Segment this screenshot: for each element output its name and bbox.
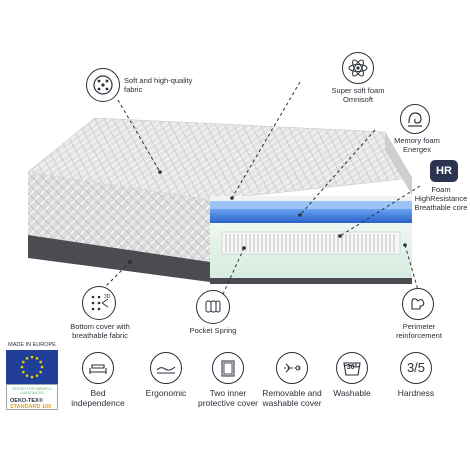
feature-label-0: Bed independence xyxy=(71,388,125,408)
feature-label-5: Hardness xyxy=(397,388,435,398)
super-soft-foam-label: Super soft foam Omnisoft xyxy=(331,86,385,104)
leader-omnisoft xyxy=(231,81,301,199)
oeko-small-text: TESTED FOR HARMFUL SUBSTANCES xyxy=(11,387,53,395)
oeko-tex-badge: TESTED FOR HARMFUL SUBSTANCES OEKO-TEX® … xyxy=(6,384,58,410)
eu-star xyxy=(40,365,44,369)
memory-foam-icon xyxy=(400,104,430,134)
leader-bottom xyxy=(99,261,131,293)
eu-star xyxy=(39,360,42,364)
eu-star xyxy=(39,370,42,374)
mattress-base xyxy=(28,235,210,282)
energex-layer xyxy=(210,209,412,223)
zipper-icon xyxy=(276,352,308,384)
pocket-spring-icon xyxy=(196,290,230,324)
eu-star xyxy=(30,375,34,379)
hardness-value: 3/5 xyxy=(406,360,426,375)
eu-star xyxy=(20,365,24,369)
oeko-standard-text: STANDARD 100 xyxy=(10,404,52,410)
feature-label-1: Ergonomic xyxy=(145,388,187,398)
breathable-icon: 3D xyxy=(82,286,116,320)
eu-star xyxy=(35,357,39,360)
oeko-brand-text: OEKO-TEX® xyxy=(10,398,43,404)
pocket-springs xyxy=(225,234,395,252)
bed-icon xyxy=(82,352,114,384)
eu-star xyxy=(35,374,39,377)
washable-temp: 30° xyxy=(346,364,358,371)
leader-spring xyxy=(217,247,245,306)
omnisoft-layer xyxy=(210,201,412,209)
eu-star xyxy=(22,360,25,364)
leader-energex xyxy=(299,129,376,216)
eu-flag-icon xyxy=(6,350,58,384)
pocket-spring-label: Pocket Spring xyxy=(189,326,237,335)
cover-icon xyxy=(212,352,244,384)
hardness-icon: 3/5 xyxy=(400,352,432,384)
eu-star xyxy=(22,370,25,374)
soft-fabric-label: Soft and high-quality fabric xyxy=(124,76,193,94)
leader-hr xyxy=(339,185,421,237)
mattress-front xyxy=(28,172,210,262)
eu-star xyxy=(30,355,34,359)
memory-foam-label: Memory foam Energex xyxy=(394,136,440,154)
ergonomic-icon xyxy=(150,352,182,384)
eu-star xyxy=(25,374,29,377)
cutaway-top-layer xyxy=(210,196,412,202)
strength-icon xyxy=(402,288,434,320)
hr-badge: HR xyxy=(430,160,458,182)
feature-label-2: Two inner protective cover xyxy=(198,388,258,408)
hr-foam-label: Foam HighResistance Breathable core xyxy=(414,185,468,212)
leader-fabric xyxy=(117,99,161,173)
spring-block xyxy=(221,231,401,255)
feature-label-3: Removable and washable cover xyxy=(262,388,322,408)
eu-star xyxy=(25,357,29,360)
washable-icon xyxy=(336,352,368,384)
made-in-europe-label: MADE IN EUROPE xyxy=(8,342,56,348)
feature-label-4: Washable xyxy=(333,388,371,398)
made-in-europe-badge: MADE IN EUROPE xyxy=(6,342,58,384)
atom-icon xyxy=(342,52,374,84)
perimeter-label: Perimeter reinforcement xyxy=(396,322,442,340)
svg-text:3D: 3D xyxy=(104,294,111,300)
fabric-icon xyxy=(86,68,120,102)
leader-perimeter xyxy=(404,244,419,291)
bottom-cover-label: Bottom cover with breathable fabric xyxy=(70,322,130,340)
